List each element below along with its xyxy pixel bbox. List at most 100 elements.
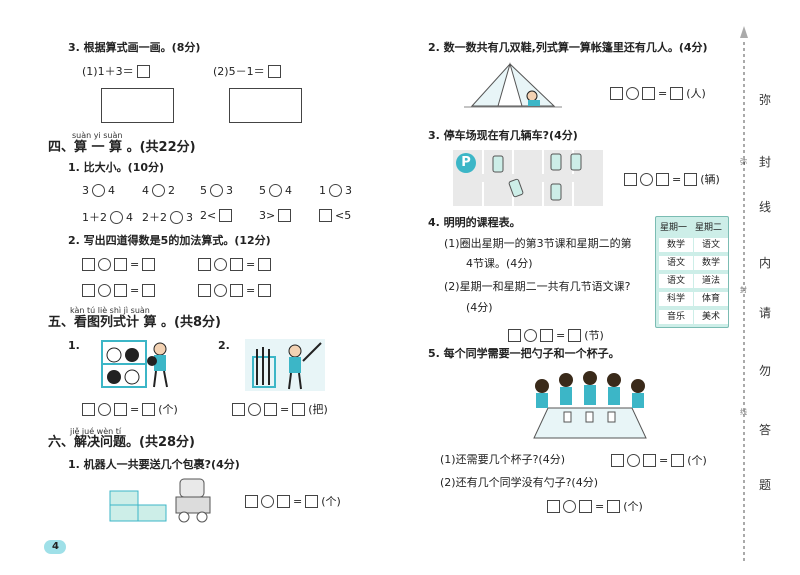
operator-circle[interactable]	[640, 172, 653, 186]
operator-circle[interactable]	[563, 499, 576, 513]
answer-box[interactable]	[547, 499, 560, 513]
sec4-title: 四、算 一 算 。(共22分)	[48, 140, 196, 155]
equation-row: =(个)	[245, 493, 341, 509]
answer-box[interactable]	[82, 258, 95, 271]
table-cell[interactable]: 数学	[659, 238, 693, 252]
answer-box[interactable]	[540, 328, 553, 342]
drawing-box-2[interactable]	[229, 88, 302, 123]
operator-circle[interactable]	[98, 258, 111, 271]
children-table-illustration	[533, 371, 647, 439]
operator-circle[interactable]	[214, 258, 227, 271]
answer-box[interactable]	[82, 402, 95, 416]
operator-circle[interactable]	[98, 402, 111, 416]
unit-label: (辆)	[700, 173, 720, 186]
answer-box[interactable]	[114, 284, 127, 297]
answer-box[interactable]	[142, 284, 156, 297]
table-cell[interactable]: 语文	[659, 256, 693, 270]
compare-circle[interactable]	[210, 184, 223, 197]
q3-title: 3. 根据算式画一画。(8分)	[68, 41, 201, 54]
table-cell[interactable]: 道法	[694, 274, 728, 288]
sec6-title: 六、解决问题。(共28分)	[48, 435, 195, 450]
table-cell[interactable]: 美术	[694, 310, 728, 324]
compare-circle[interactable]	[110, 210, 123, 224]
num: 5	[259, 184, 266, 197]
answer-box[interactable]	[579, 499, 592, 513]
operator-circle[interactable]	[98, 284, 111, 297]
equation-row: =(个)	[611, 452, 707, 468]
answer-box[interactable]	[230, 284, 243, 297]
answer-box[interactable]	[508, 328, 521, 342]
seal-char: 题	[759, 478, 772, 492]
answer-box[interactable]	[142, 258, 156, 271]
answer-box[interactable]	[258, 258, 272, 271]
r-q4-1a: (1)圈出星期一的第3节课和星期二的第	[444, 237, 632, 250]
answer-box[interactable]	[671, 453, 685, 467]
answer-box[interactable]	[136, 64, 150, 78]
operator-circle[interactable]	[627, 453, 640, 467]
r-q4-title: 4. 明明的课程表。	[428, 216, 521, 229]
answer-box[interactable]	[278, 209, 292, 222]
answer-box[interactable]	[624, 172, 637, 186]
q3-eq-2: (2)5－1＝	[213, 63, 281, 79]
answer-box[interactable]	[142, 402, 156, 416]
answer-box[interactable]	[277, 494, 290, 508]
seal-small-char: 封	[740, 286, 747, 294]
sec5-num-1: 1.	[68, 339, 80, 352]
table-cell[interactable]: 音乐	[659, 310, 693, 324]
answer-box[interactable]	[643, 453, 656, 467]
answer-box[interactable]	[305, 494, 319, 508]
answer-box[interactable]	[611, 453, 624, 467]
r-q2-title: 2. 数一数共有几双鞋,列式算一算帐篷里还有几人。(4分)	[428, 41, 708, 54]
compare-circle[interactable]	[170, 210, 183, 224]
r-q5-2: (2)还有几个同学没有勺子?(4分)	[440, 476, 599, 489]
operator-circle[interactable]	[248, 402, 261, 416]
operator-circle[interactable]	[626, 86, 639, 100]
answer-box[interactable]	[264, 402, 277, 416]
compare-circle[interactable]	[92, 184, 105, 197]
answer-box[interactable]	[258, 284, 272, 297]
answer-box[interactable]	[642, 86, 655, 100]
answer-box[interactable]	[670, 86, 684, 100]
num: 1	[319, 184, 326, 197]
answer-box[interactable]	[230, 258, 243, 271]
answer-box[interactable]	[610, 86, 623, 100]
r-q4-1b: 4节课。(4分)	[466, 257, 533, 270]
table-cell[interactable]: 语文	[659, 274, 693, 288]
robot-packages-illustration	[109, 478, 211, 523]
table-cell[interactable]: 科学	[659, 292, 693, 306]
num: 3	[186, 210, 193, 224]
answer-box[interactable]	[219, 209, 233, 222]
answer-box[interactable]	[292, 402, 306, 416]
answer-box[interactable]	[656, 172, 669, 186]
answer-box[interactable]	[684, 172, 698, 186]
answer-box[interactable]	[114, 258, 127, 271]
operator-circle[interactable]	[261, 494, 274, 508]
answer-box[interactable]	[198, 284, 211, 297]
answer-box[interactable]	[198, 258, 211, 271]
num: <5	[335, 209, 352, 222]
answer-box[interactable]	[82, 284, 95, 297]
drawing-box-1[interactable]	[101, 88, 174, 123]
table-cell[interactable]: 数学	[694, 256, 728, 270]
answer-box[interactable]	[568, 328, 582, 342]
table-cell[interactable]: 语文	[694, 238, 728, 252]
compare-circle[interactable]	[152, 184, 165, 197]
answer-box[interactable]	[114, 402, 127, 416]
compare-circle[interactable]	[269, 184, 282, 197]
num: 4	[142, 184, 149, 197]
operator-circle[interactable]	[524, 328, 537, 342]
answer-box[interactable]	[232, 402, 245, 416]
sec6-q1: 1. 机器人一共要送几个包裹?(4分)	[68, 458, 240, 471]
seal-small-char: 线	[740, 408, 747, 416]
answer-box[interactable]	[267, 64, 281, 78]
rocket-icon	[740, 26, 748, 38]
table-cell[interactable]: 体育	[694, 292, 728, 306]
unit-label: (把)	[308, 403, 328, 416]
answer-box[interactable]	[245, 494, 258, 508]
compare-circle[interactable]	[329, 184, 342, 197]
answer-box[interactable]	[607, 499, 621, 513]
num: 2＋2	[142, 211, 167, 224]
operator-circle[interactable]	[214, 284, 227, 297]
answer-box[interactable]	[319, 209, 332, 222]
